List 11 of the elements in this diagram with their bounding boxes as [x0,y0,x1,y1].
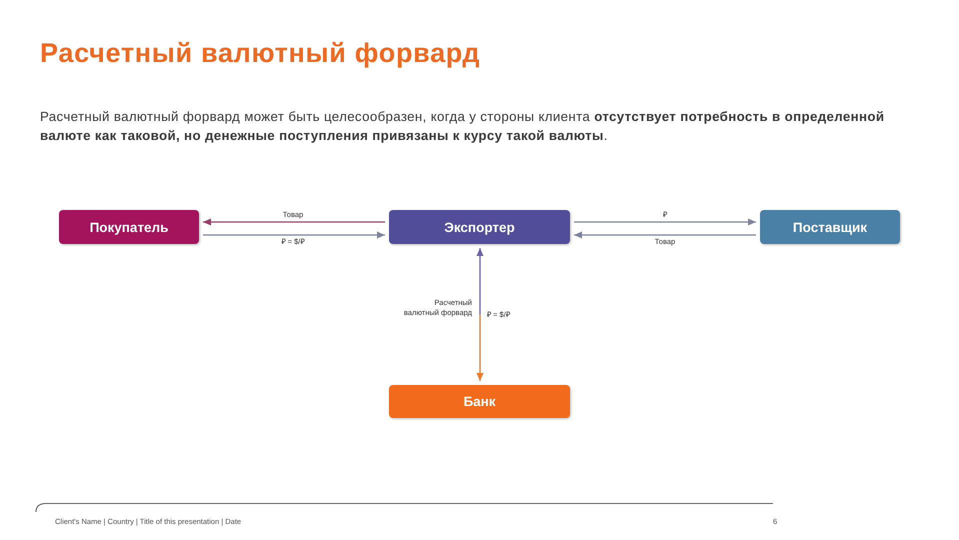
intro-paragraph: Расчетный валютный форвард может быть целесообразен, когда у стороны клиента отсутствует потребность в определенной валюте как таковой, но денежные поступления привязаны к курсу такой валюты. [40,108,886,145]
arrow [574,232,756,238]
process-box: Экспортер [389,210,570,244]
arrow [203,232,385,238]
arrow [203,218,385,226]
arrow [476,248,484,381]
arrow [574,218,756,226]
slide-title: Расчетный валютный форвард [40,38,480,69]
process-box: Поставщик [760,210,900,244]
process-box: Банк [389,385,570,418]
process-box: Покупатель [59,210,199,244]
